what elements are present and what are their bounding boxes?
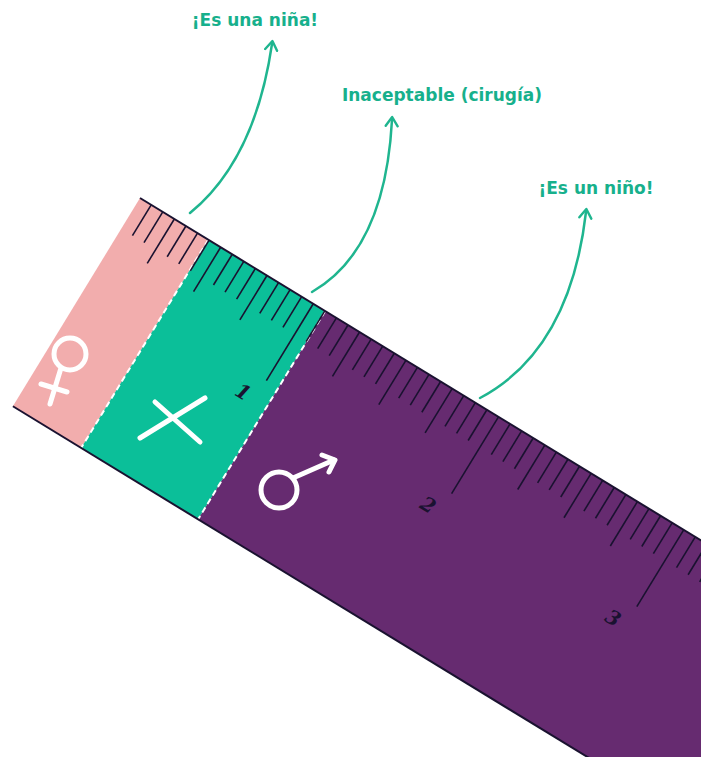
male-symbol [261,455,335,508]
callout-arrow [480,212,586,398]
scale-number: 3 [601,604,625,632]
tick-marks [104,205,701,699]
tick-mark [549,459,568,490]
callout-arrow [312,120,392,292]
callout-label: ¡Es una niña! [192,10,318,30]
tick-mark [518,445,545,489]
tick-mark [445,396,464,427]
scale-number: 2 [416,491,440,519]
tick-mark [688,544,701,575]
tick-mark [237,268,256,299]
tick-mark [271,290,290,321]
ruler [13,198,701,757]
tick-mark [564,473,591,517]
tick-mark [364,346,383,377]
tick-mark [491,424,510,455]
tick-mark [410,374,429,405]
symbol-circle [54,338,86,370]
tick-mark [352,339,371,370]
tick-mark [607,495,626,526]
tick-mark [194,247,221,291]
dashed-boundary [81,240,208,448]
tick-mark [329,325,348,356]
tick-mark [584,480,603,511]
tick-mark [653,523,672,554]
tick-mark [260,283,279,314]
tick-mark [144,212,163,243]
tick-mark [379,360,406,404]
tick-mark [452,417,499,494]
tick-mark [630,509,649,540]
tick-mark [332,332,359,376]
tick-mark [422,381,441,412]
tick-mark [240,276,267,320]
tick-mark [637,530,684,607]
tick-mark [595,487,614,518]
tick-mark [677,537,696,568]
female-symbol [41,338,86,404]
tick-mark [425,389,452,433]
tick-mark [514,438,533,469]
tick-mark [610,502,637,546]
male-band [198,311,701,757]
tick-mark [179,233,198,264]
tick-mark [266,304,313,381]
tick-mark [457,403,476,434]
tick-mark [225,261,244,292]
tick-mark [538,452,557,483]
tick-mark [642,516,661,547]
tick-mark [190,240,209,271]
tick-mark [503,431,522,462]
callout-label: ¡Es un niño! [539,178,654,198]
symbol-stroke [140,398,205,438]
tick-mark [132,205,151,236]
x-symbol [140,398,205,442]
tick-mark [167,226,186,257]
tick-mark [399,367,418,398]
callout-label: Inaceptable (cirugía) [342,85,542,105]
tick-mark [318,318,337,349]
scale-number: 1 [231,378,255,406]
tick-mark [283,297,302,328]
symbol-bar [41,384,67,392]
callout-arrow [190,44,272,213]
tick-mark [561,466,580,497]
ruler-edge [13,406,701,757]
tick-mark [147,219,174,263]
tick-mark [213,254,232,285]
dashed-boundary [198,311,325,519]
ruler-edge [140,198,701,624]
symbol-head [322,455,335,472]
tick-mark [376,353,395,384]
tick-mark [700,551,701,582]
tick-mark [306,311,325,342]
tick-mark [468,410,487,441]
